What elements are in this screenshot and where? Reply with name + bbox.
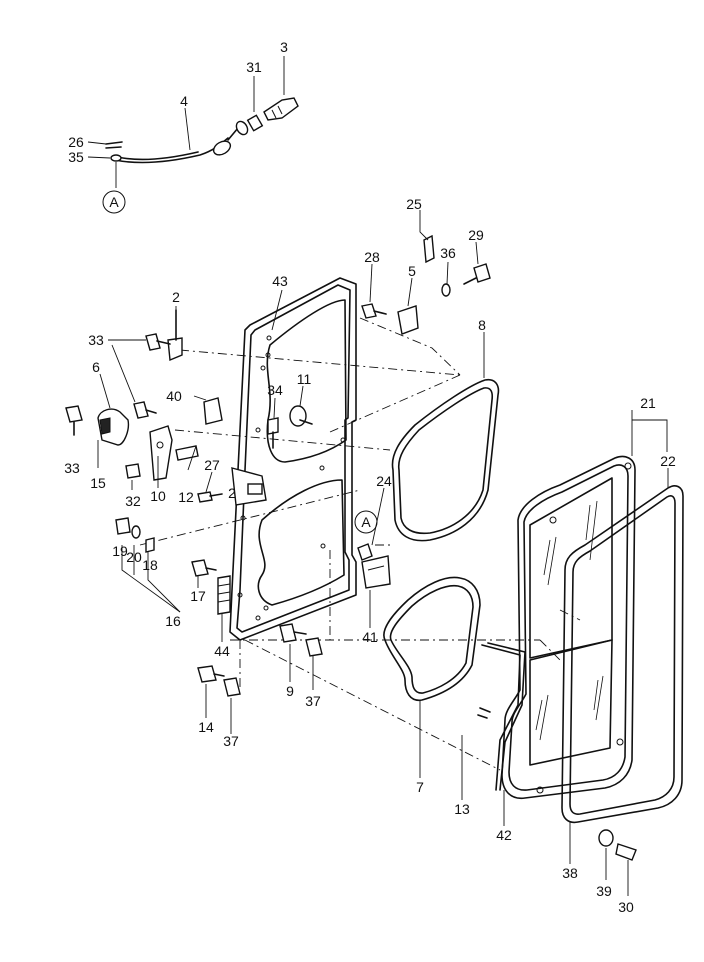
washer-36: [441, 283, 451, 297]
clip-24: [357, 543, 373, 561]
callout-22: 22: [660, 453, 676, 469]
callout-42: 42: [496, 827, 512, 843]
bushing-11: [289, 405, 313, 427]
callout-28: 28: [364, 249, 380, 265]
callout-26: 26: [68, 134, 84, 150]
weather-strip: [477, 642, 526, 791]
callout-33: 33: [88, 332, 104, 348]
reference-mark-label: A: [109, 194, 119, 210]
bolt-9: [279, 623, 307, 643]
callout-34: 34: [267, 382, 283, 398]
callout-32: 32: [125, 493, 141, 509]
callout-40: 40: [166, 388, 182, 404]
callout-11: 11: [297, 371, 312, 387]
callout-7: 7: [416, 779, 424, 795]
callout-14: 14: [198, 719, 214, 735]
callout-33-left: 33: [64, 460, 80, 476]
bolt-29: [463, 263, 491, 285]
callout-17: 17: [190, 588, 206, 604]
washer-39: [598, 829, 614, 847]
callout-16: 16: [165, 613, 181, 629]
bolt-30: [615, 843, 637, 861]
cable-assembly: [105, 97, 299, 188]
callout-38: 38: [562, 865, 578, 881]
callout-labels: 3 31 4 26 35 2 43 33 6 40 34 11 33 15 10…: [64, 39, 676, 915]
reference-mark-a-top: A: [102, 190, 126, 214]
leader-lines: [87, 56, 669, 896]
nut-37-left: [223, 677, 241, 697]
callout-31: 31: [246, 59, 262, 75]
callout-12: 12: [178, 489, 194, 505]
outer-seal: [561, 485, 684, 824]
callout-39: 39: [596, 883, 612, 899]
callout-43: 43: [272, 273, 288, 289]
bolt-28: [361, 303, 387, 319]
glass-panel: [501, 455, 636, 800]
callout-9: 9: [286, 683, 294, 699]
callout-37-left: 37: [223, 733, 239, 749]
callout-8: 8: [478, 317, 486, 333]
callout-2: 2: [172, 289, 180, 305]
callout-25: 25: [406, 196, 422, 212]
callout-20: 20: [126, 549, 142, 565]
latch-10: [149, 425, 173, 481]
callout-5: 5: [408, 263, 416, 279]
callout-10: 10: [150, 488, 166, 504]
callout-37-right: 37: [305, 693, 321, 709]
screw-34: [267, 417, 279, 449]
reference-mark-a-right: A: [354, 510, 378, 534]
nut-37-right: [305, 637, 323, 657]
door-handle: [97, 408, 130, 446]
callout-27: 27: [204, 457, 220, 473]
bolt-33-mid: [133, 401, 157, 419]
callout-41: 41: [362, 629, 378, 645]
callout-29: 29: [468, 227, 484, 243]
nut-19: [115, 517, 131, 535]
upper-glass-gasket: [391, 378, 500, 542]
bracket-2: [167, 309, 183, 362]
bracket-41: [361, 555, 391, 589]
nut-32: [125, 463, 141, 479]
callout-19: 19: [112, 543, 128, 559]
callout-35: 35: [68, 149, 84, 165]
callout-18: 18: [142, 557, 158, 573]
bolt-14: [197, 665, 225, 683]
callout-24: 24: [376, 473, 392, 489]
washer-20: [131, 525, 141, 539]
callout-13: 13: [454, 801, 470, 817]
callout-2-frame: 2: [228, 485, 236, 501]
lower-glass-gasket: [383, 576, 481, 702]
bolt-33-upper: [145, 333, 171, 351]
callout-4: 4: [180, 93, 188, 109]
door-frame: [217, 277, 357, 641]
striker-5: [397, 305, 419, 335]
callout-36: 36: [440, 245, 456, 261]
pin-25: [423, 234, 435, 264]
callout-6: 6: [92, 359, 100, 375]
callout-44: 44: [214, 643, 230, 659]
callout-30: 30: [618, 899, 634, 915]
bolt-17: [191, 559, 217, 577]
callout-21: 21: [640, 395, 656, 411]
bolt-33-left: [65, 405, 83, 436]
callout-15: 15: [90, 475, 106, 491]
pin-12: [175, 445, 223, 503]
reference-mark-label: A: [361, 514, 371, 530]
pin-18: [145, 537, 155, 553]
clip-40: [203, 397, 223, 425]
callout-3: 3: [280, 39, 288, 55]
